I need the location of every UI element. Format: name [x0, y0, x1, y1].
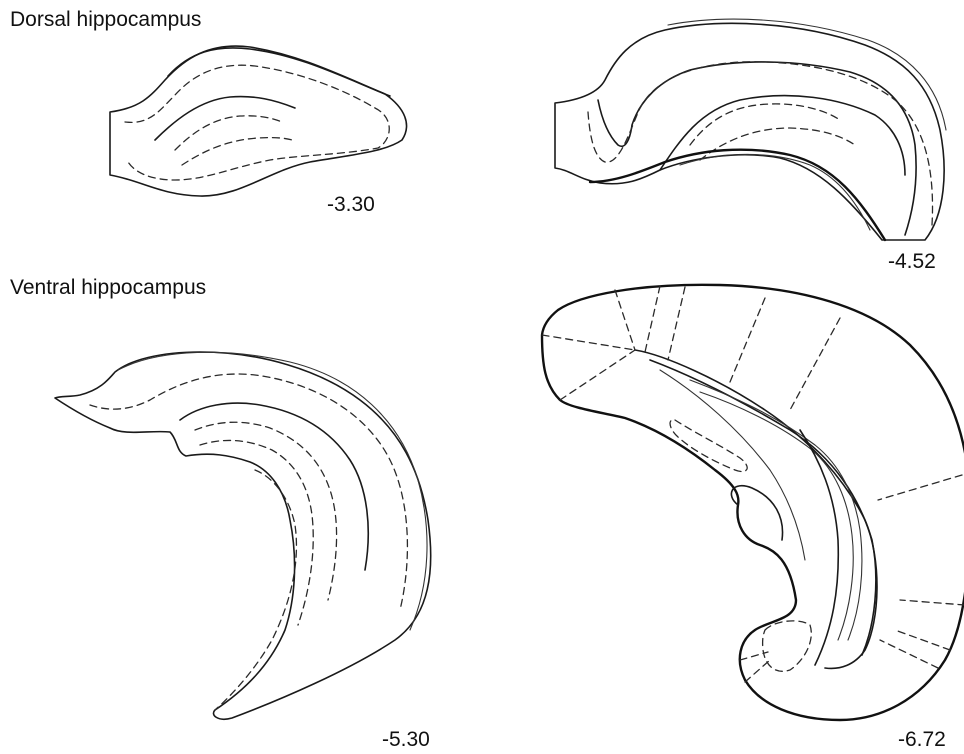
hippocampus-section-ventral-6-72 — [542, 285, 964, 720]
division-line-7 — [790, 318, 840, 410]
division-line-3 — [615, 290, 635, 350]
layer-inner-dashed-1 — [690, 104, 840, 145]
division-line-6 — [730, 298, 765, 382]
division-line-2 — [560, 350, 635, 400]
fimbria-inner — [650, 360, 876, 655]
outline-outer-double — [118, 352, 427, 630]
division-line-13 — [745, 660, 770, 682]
division-line-4 — [645, 286, 660, 352]
layer-middle-solid — [660, 96, 905, 175]
lateral-ventricle — [731, 486, 782, 540]
layer-inner-dashed-2 — [182, 138, 292, 165]
division-line-8 — [878, 475, 962, 500]
hippocampus-section-dorsal-3-30 — [110, 46, 407, 196]
division-line-9 — [900, 600, 964, 605]
layer-inner-dashed-1 — [175, 116, 282, 150]
layer-outer-dashed — [125, 65, 389, 180]
inner-fold — [598, 62, 916, 235]
layer-inner-dashed-1 — [195, 422, 337, 600]
hippocampus-section-dorsal-4-52 — [555, 19, 946, 240]
outline-outer — [110, 46, 407, 196]
layer-outer-dashed — [90, 374, 407, 610]
division-line-1 — [542, 335, 635, 350]
outline-outer — [542, 285, 964, 720]
dentate-curve — [800, 430, 838, 665]
layer-inner-dashed-3 — [215, 470, 296, 710]
division-line-5 — [668, 287, 685, 360]
fimbria — [635, 350, 877, 668]
outline-outer — [555, 23, 944, 240]
lower-border-2 — [680, 154, 870, 230]
division-line-11 — [880, 640, 938, 668]
division-line-10 — [895, 630, 950, 650]
hippocampus-section-ventral-5-30 — [55, 352, 431, 719]
layer-middle-solid — [180, 403, 368, 570]
outline-top-double — [168, 48, 390, 96]
granule-layer-1 — [690, 380, 862, 640]
granule-layer-2 — [700, 392, 853, 640]
lower-loop — [763, 621, 812, 671]
